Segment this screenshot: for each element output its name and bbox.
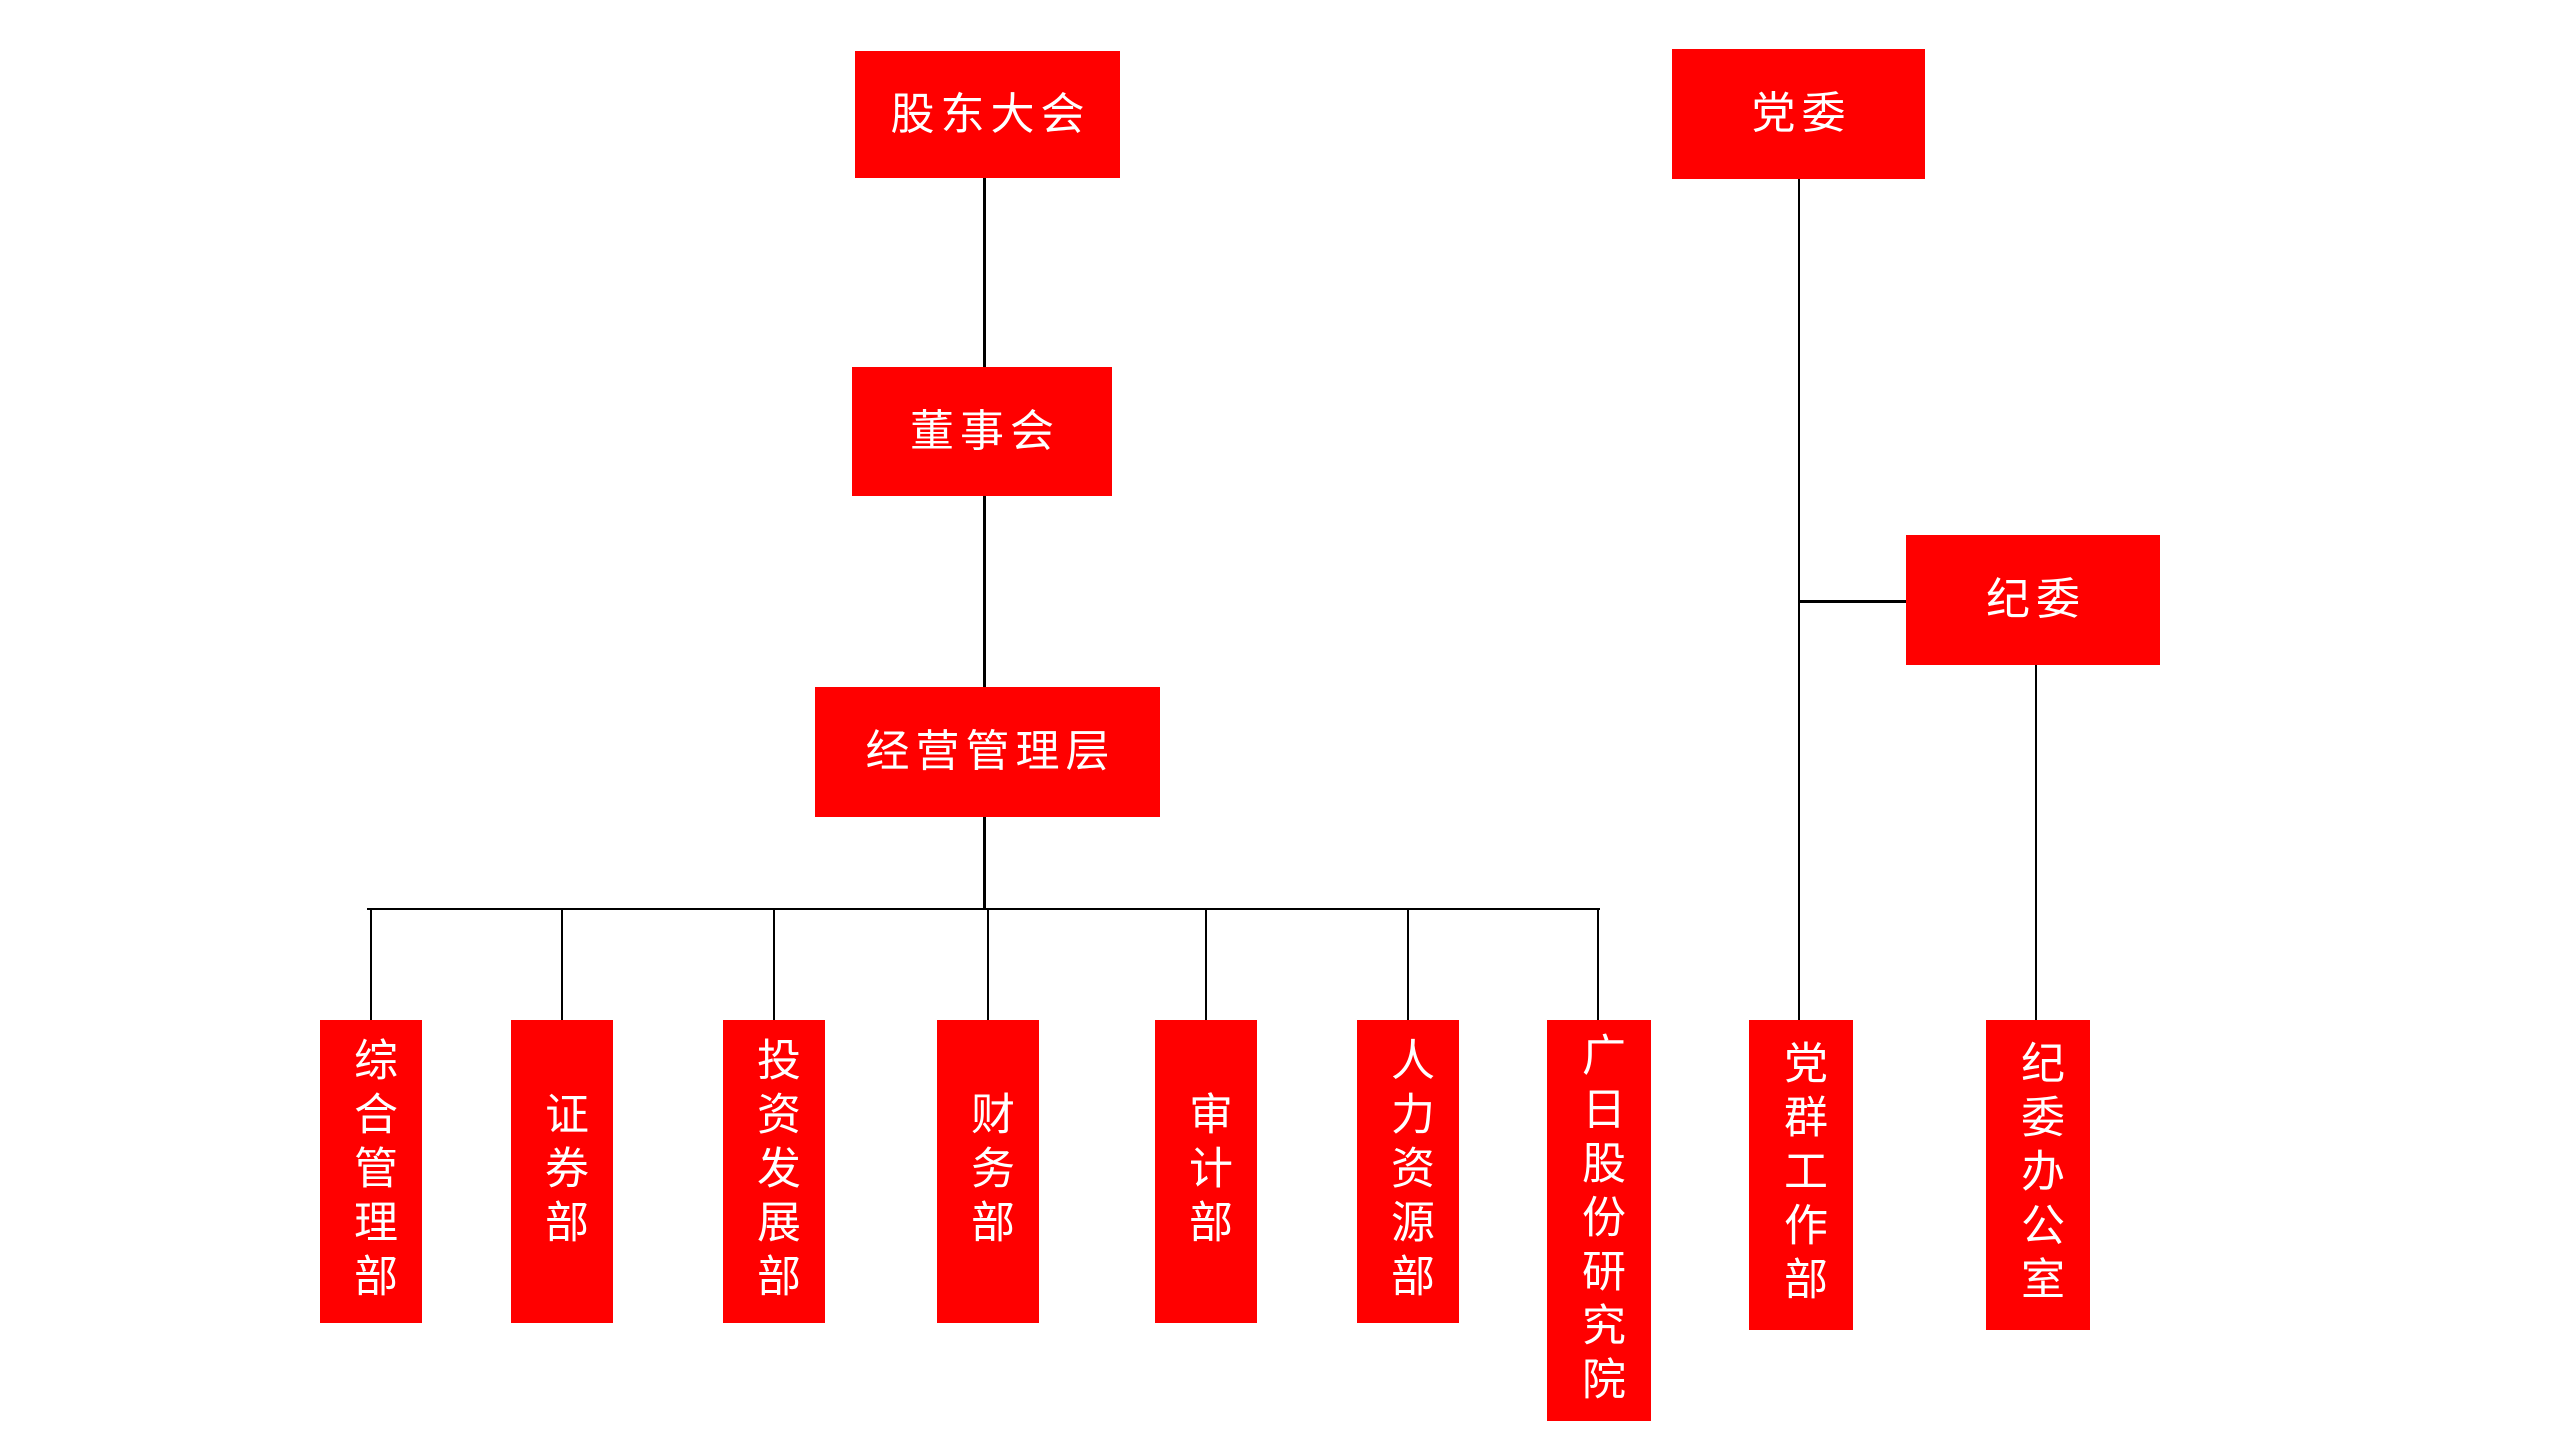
node-dept-human-resources: 人力资源部 — [1357, 1020, 1459, 1323]
connector-drop-audit — [1205, 908, 1207, 1020]
connector-drop-human-resources — [1407, 908, 1409, 1020]
node-shareholders-meeting: 股东大会 — [855, 51, 1120, 178]
connector-party-to-discipline — [1798, 600, 1906, 603]
node-dept-party-mass-work: 党群工作部 — [1749, 1020, 1853, 1330]
node-dept-general-management: 综合管理部 — [320, 1020, 422, 1323]
node-board-of-directors: 董事会 — [852, 367, 1112, 496]
connector-drop-finance — [987, 908, 989, 1020]
connector-department-bus — [367, 908, 1600, 910]
connector-drop-research-institute — [1597, 908, 1599, 1020]
node-dept-investment-development: 投资发展部 — [723, 1020, 825, 1323]
connector-board-to-management — [983, 496, 986, 687]
node-management-layer: 经营管理层 — [815, 687, 1160, 817]
connector-drop-general-management — [370, 908, 372, 1020]
connector-shareholders-to-board — [983, 178, 986, 367]
connector-management-to-bus — [983, 817, 986, 910]
connector-discipline-to-office — [2035, 665, 2037, 1020]
node-dept-research-institute: 广日股份研究院 — [1547, 1020, 1651, 1421]
node-dept-finance: 财务部 — [937, 1020, 1039, 1323]
node-dept-audit: 审计部 — [1155, 1020, 1257, 1323]
node-dept-securities: 证券部 — [511, 1020, 613, 1323]
connector-drop-investment-development — [773, 908, 775, 1020]
connector-party-to-party-mass-work — [1798, 179, 1800, 1020]
node-discipline-committee: 纪委 — [1906, 535, 2160, 665]
node-dept-discipline-office: 纪委办公室 — [1986, 1020, 2090, 1330]
connector-drop-securities — [561, 908, 563, 1020]
node-party-committee: 党委 — [1672, 49, 1925, 179]
